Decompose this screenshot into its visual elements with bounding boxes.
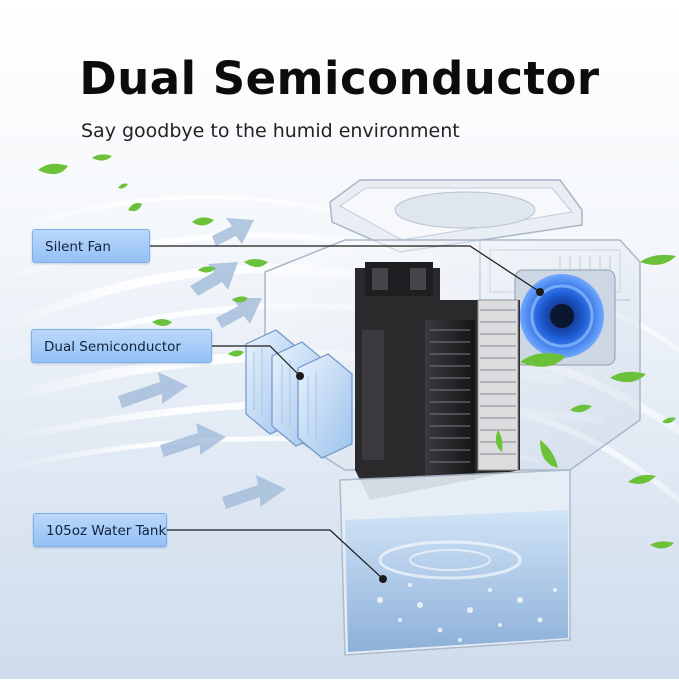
callout-dual-semiconductor: Dual Semiconductor	[31, 329, 212, 363]
callout-water-tank: 105oz Water Tank	[33, 513, 167, 547]
headline: Dual Semiconductor	[79, 52, 600, 105]
callout-silent-fan: Silent Fan	[32, 229, 150, 263]
flying-leaves	[38, 154, 676, 549]
fan-pointer-dot	[536, 288, 544, 296]
heatsink-core	[355, 262, 520, 500]
water-tank	[339, 469, 571, 656]
top-lid	[329, 179, 583, 253]
airflow-arrows	[118, 218, 286, 509]
subheadline: Say goodbye to the humid environment	[81, 120, 460, 142]
semiconductor-pointer-dot	[296, 372, 304, 380]
silent-fan	[514, 269, 616, 366]
callout-lines	[150, 245, 541, 580]
semiconductor-plates	[245, 329, 353, 459]
